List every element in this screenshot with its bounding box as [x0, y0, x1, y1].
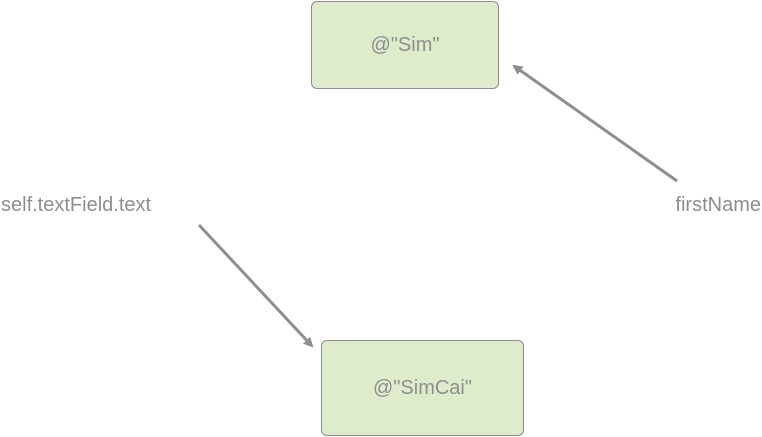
label-self-textfield-text: self.textField.text — [1, 194, 152, 216]
string-object-sim-text: @"Sim" — [370, 33, 440, 56]
string-object-sim: @"Sim" — [311, 1, 499, 89]
label-firstname: firstName — [675, 194, 761, 216]
arrow-firstname-to-sim — [512, 64, 678, 183]
string-object-simcai-text: @"SimCai" — [373, 376, 472, 399]
arrow-textfield-to-simcai — [197, 223, 314, 348]
string-object-simcai: @"SimCai" — [321, 340, 524, 436]
